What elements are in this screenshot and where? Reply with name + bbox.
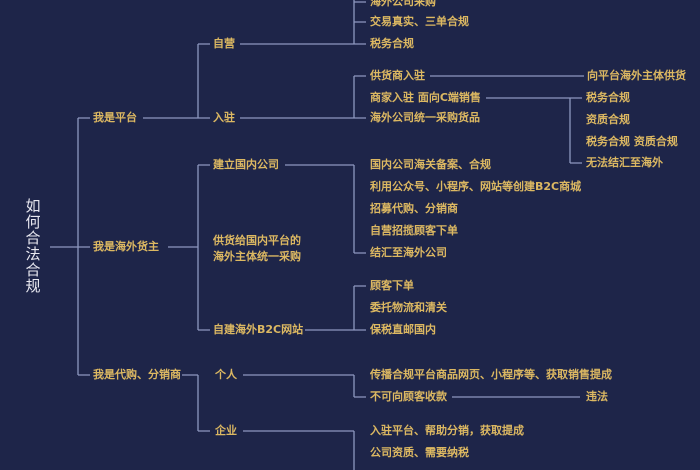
leaf: 国内公司海关备案、合规 (370, 158, 491, 171)
leaf: 供货商入驻 (370, 69, 425, 82)
node-overseas-owner: 我是海外货主 (93, 240, 159, 253)
leaf: 税务合规 资质合规 (586, 135, 678, 148)
node-self-run: 自营 (213, 37, 235, 50)
leaf: 税务合规 (586, 91, 630, 104)
leaf-illegal: 违法 (586, 390, 608, 403)
leaf: 海外公司统一采购货品 (370, 111, 480, 124)
node-supply-line1: 供货给国内平台的 (213, 234, 301, 247)
leaf: 资质合规 (586, 113, 630, 126)
root-node: 如何合法合规 (25, 197, 41, 295)
leaf: 保税直邮国内 (370, 323, 436, 336)
leaf: 顾客下单 (370, 279, 414, 292)
leaf: 向平台海外主体供货 (587, 69, 686, 82)
node-b2c-site: 自建海外B2C网站 (213, 323, 304, 336)
leaf: 不可向顾客收款 (370, 390, 447, 403)
leaf: 招募代购、分销商 (370, 202, 458, 215)
leaf: 无法结汇至海外 (586, 156, 663, 169)
node-domestic-company: 建立国内公司 (213, 158, 279, 171)
leaf: 入驻平台、帮助分销，获取提成 (370, 424, 524, 437)
leaf: 自营招揽顾客下单 (370, 224, 458, 237)
leaf: 海外公司采购 (370, 0, 436, 8)
leaf: 交易真实、三单合规 (370, 15, 469, 28)
leaf: 传播合规平台商品网页、小程序等、获取销售提成 (370, 368, 612, 381)
node-supply-line2: 海外主体统一采购 (213, 250, 301, 263)
leaf: 结汇至海外公司 (370, 246, 447, 259)
node-agent-distributor: 我是代购、分销商 (93, 368, 181, 381)
leaf: 利用公众号、小程序、网站等创建B2C商城 (370, 180, 582, 193)
leaf: 委托物流和清关 (370, 301, 447, 314)
leaf: 商家入驻 面向C端销售 (370, 91, 481, 104)
node-individual: 个人 (215, 368, 237, 381)
node-settle-in: 入驻 (213, 111, 235, 124)
leaf: 税务合规 (370, 37, 414, 50)
leaf: 公司资质、需要纳税 (370, 446, 469, 459)
node-enterprise: 企业 (215, 424, 237, 437)
node-platform: 我是平台 (93, 111, 137, 124)
